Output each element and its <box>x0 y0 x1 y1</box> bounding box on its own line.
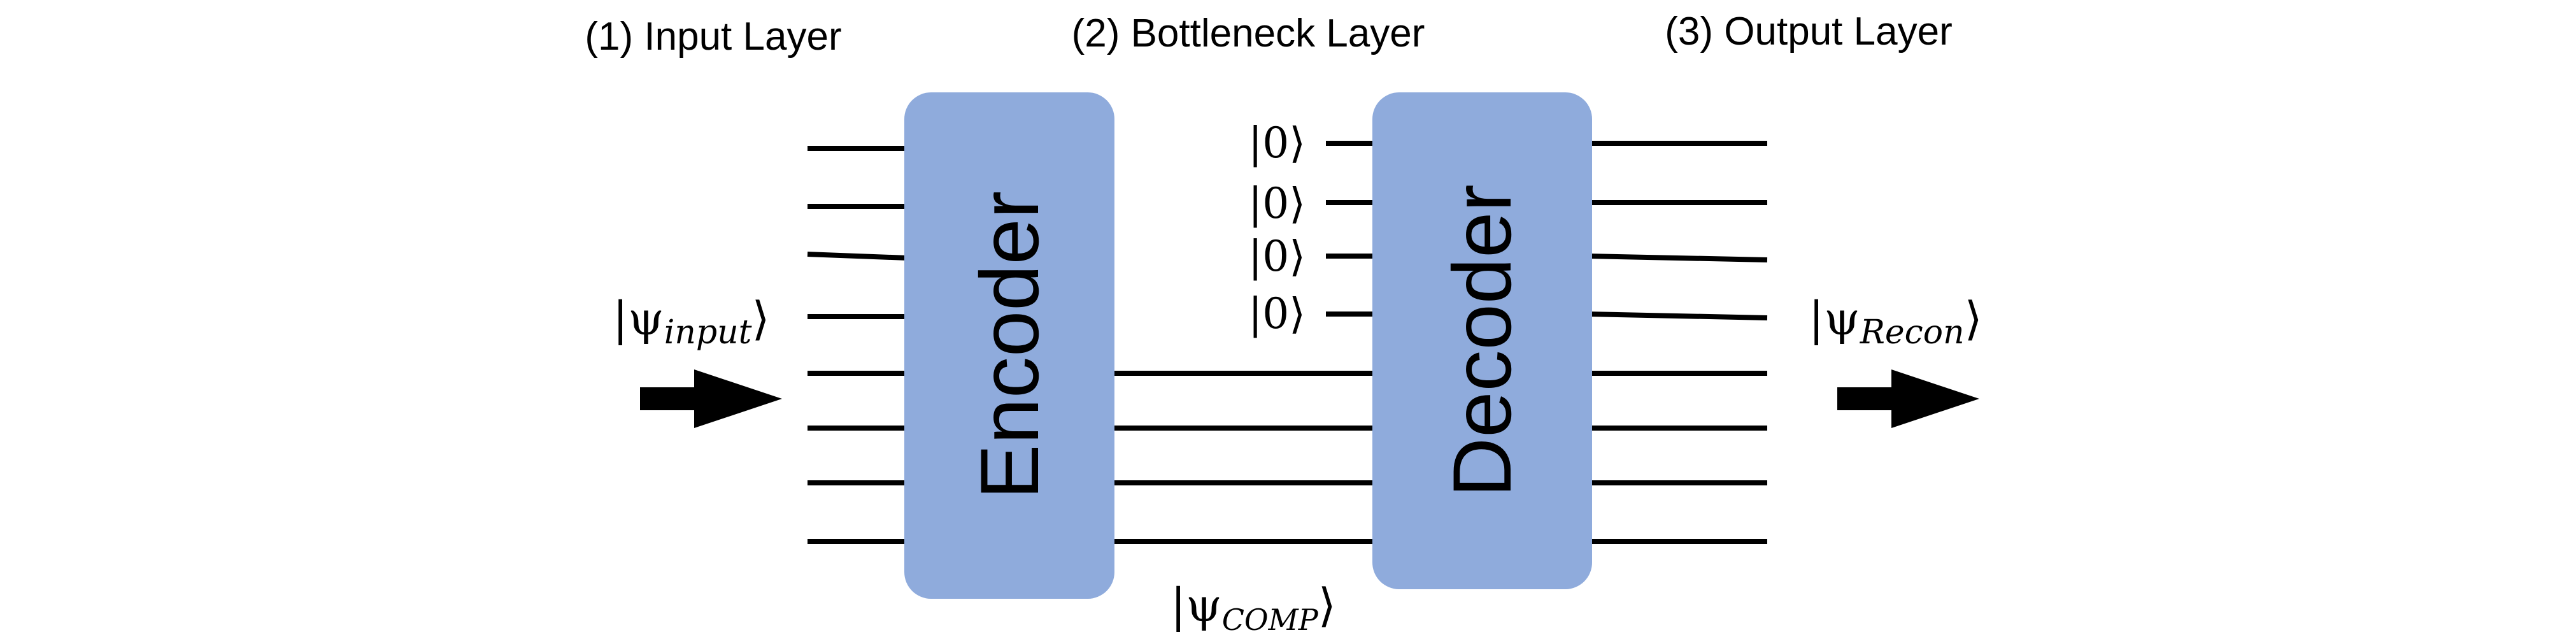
input-layer-title: (1) Input Layer <box>585 15 841 59</box>
input-wire <box>807 252 908 261</box>
recon-state-label: |ψRecon⟩ <box>1809 292 1982 352</box>
output-wires <box>1588 141 1768 544</box>
zero-ket-label: |0⟩ <box>1248 118 1306 168</box>
arrow-right-icon <box>1837 369 1979 428</box>
input-state-label: |ψinput⟩ <box>613 292 770 352</box>
zero-ket-label: |0⟩ <box>1248 179 1306 228</box>
compressed-wires <box>1111 371 1376 544</box>
ancilla-wires <box>1326 141 1376 317</box>
output-wire <box>1588 311 1768 320</box>
arrow-right-icon <box>640 369 782 428</box>
compressed-state-label: |ψCOMP⟩ <box>1171 578 1336 637</box>
encoder-block: Encoder <box>904 92 1114 599</box>
encoder-label: Encoder <box>963 191 1056 499</box>
decoder-label: Decoder <box>1435 184 1528 497</box>
decoder-block: Decoder <box>1372 92 1592 589</box>
bottleneck-layer-title: (2) Bottleneck Layer <box>1072 11 1425 55</box>
output-wire <box>1588 254 1768 262</box>
output-layer-title: (3) Output Layer <box>1665 10 1952 54</box>
zero-ket-label: |0⟩ <box>1248 232 1306 281</box>
zero-ket-label: |0⟩ <box>1248 289 1306 338</box>
input-wires <box>807 146 908 544</box>
